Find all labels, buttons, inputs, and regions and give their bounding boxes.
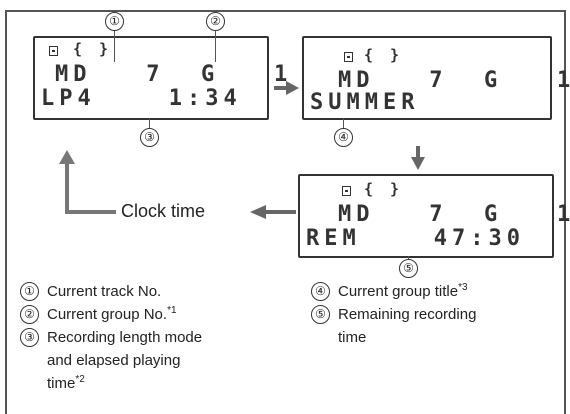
legend-text: time: [47, 375, 76, 392]
callout-1: ①: [105, 12, 124, 31]
legend-number: ①: [20, 281, 39, 301]
disc-icon: [344, 52, 353, 62]
footnote-mark: *3: [458, 282, 468, 293]
callout-1-leader: [114, 28, 116, 62]
callout-4-leader: [343, 118, 345, 130]
callout-4: ④: [334, 128, 353, 147]
bracket-mark: { }: [73, 40, 113, 58]
legend-number: ②: [20, 304, 39, 324]
legend-text: Current group title: [338, 283, 459, 300]
legend-text: Recording length mode: [47, 329, 203, 346]
lcd-display-1: { } MD 7 G 1 LP4 1:34: [33, 36, 287, 120]
legend-text: Current track No.: [47, 283, 162, 300]
legend-item-5: ⑤ Remaining recording: [311, 304, 477, 325]
legend-item-2: ② Current group No.*1: [20, 304, 177, 325]
return-arrow-icon: [59, 150, 296, 219]
frame-right: [564, 10, 566, 414]
lcd3-top-line: MD 7 G 1: [338, 202, 570, 227]
footnote-mark: *1: [167, 305, 177, 316]
legend-text: and elapsed playing: [47, 352, 181, 369]
legend-number: ④: [311, 281, 330, 301]
footnote-mark: *2: [75, 374, 85, 385]
frame-left: [5, 10, 7, 414]
arrow-right-icon: [274, 81, 299, 95]
disc-icon: [342, 186, 351, 196]
lcd1-top-line: MD 7 G 1: [55, 62, 293, 87]
legend-text: Current group No.: [47, 306, 168, 323]
legend-number: ⑤: [311, 304, 330, 324]
legend-item-3-cont: and elapsed playing: [47, 351, 180, 371]
callout-3: ③: [140, 128, 159, 147]
legend-text: Remaining recording: [338, 306, 477, 323]
lcd3-bottom-line: REM 47:30: [306, 226, 525, 251]
arrow-down-icon: [411, 146, 425, 170]
bracket-mark: { }: [364, 180, 404, 198]
frame-top: [5, 10, 565, 12]
legend-item-4: ④ Current group title*3: [311, 281, 468, 302]
clock-time-label: Clock time: [121, 201, 206, 221]
lcd2-top-line: MD 7 G 1: [338, 68, 570, 93]
callout-3-leader: [149, 118, 151, 130]
lcd-display-2: { } MD 7 G 1 SUMMER: [302, 36, 570, 120]
callout-2-leader: [215, 28, 217, 62]
legend-text: time: [338, 329, 367, 346]
legend-number: ③: [20, 327, 39, 347]
callout-2: ②: [206, 12, 225, 31]
legend-item-1: ① Current track No.: [20, 281, 162, 302]
lcd1-bottom-line: LP4 1:34: [41, 86, 242, 111]
disc-icon: [49, 46, 58, 56]
callout-5: ⑤: [399, 259, 418, 278]
lcd2-bottom-line: SUMMER: [310, 90, 420, 115]
legend-item-5-cont: time: [338, 328, 366, 348]
lcd-display-3: { } MD 7 G 1 REM 47:30: [298, 174, 570, 258]
legend-item-3: ③ Recording length mode: [20, 327, 203, 348]
legend-item-3-cont2: time*2: [47, 374, 85, 394]
bracket-mark: { }: [364, 46, 404, 64]
